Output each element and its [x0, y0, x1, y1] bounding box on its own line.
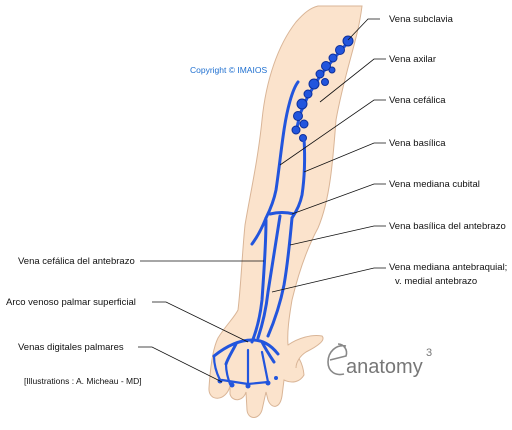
illustration-credit: [Illustrations : A. Micheau - MD] [24, 376, 142, 386]
median-antebrachial-vein [256, 214, 282, 340]
label-medial-antebrazo: v. medial antebrazo [395, 276, 477, 287]
label-vena-cefalica-antebrazo: Vena cefálica del antebrazo [18, 256, 135, 267]
palmar-arch [212, 338, 280, 366]
forearm-basilic-vein [266, 216, 294, 338]
logo-superscript: 3 [426, 347, 432, 359]
label-vena-cefalica: Vena cefálica [389, 95, 446, 106]
forearm-cephalic-vein [250, 216, 268, 344]
label-arco-venoso-palmar: Arco venoso palmar superficial [6, 297, 136, 308]
copyright-text: Copyright © IMAIOS [190, 65, 267, 75]
logo-anatomy-text: anatomy [346, 356, 423, 378]
label-vena-mediana-cubital: Vena mediana cubital [389, 179, 480, 190]
thumb-silhouette [287, 335, 324, 369]
label-vena-basilica-antebrazo: Vena basílica del antebrazo [389, 221, 506, 232]
logo-e-swoosh [327, 343, 348, 376]
axillary-vein-cluster [291, 35, 354, 142]
cephalic-vein [264, 80, 300, 220]
e-anatomy-logo: anatomy 3 [327, 343, 432, 378]
label-venas-digitales-palmares: Venas digitales palmares [18, 342, 124, 353]
median-cubital-vein [268, 211, 296, 216]
digital-veins [212, 348, 278, 389]
leader-lines [138, 18, 386, 383]
label-vena-mediana-antebraquial: Vena mediana antebraquial; [389, 262, 507, 273]
label-vena-axilar: Vena axilar [389, 54, 436, 65]
label-vena-subclavia: Vena subclavia [389, 14, 454, 25]
label-vena-basilica: Vena basílica [389, 138, 446, 149]
